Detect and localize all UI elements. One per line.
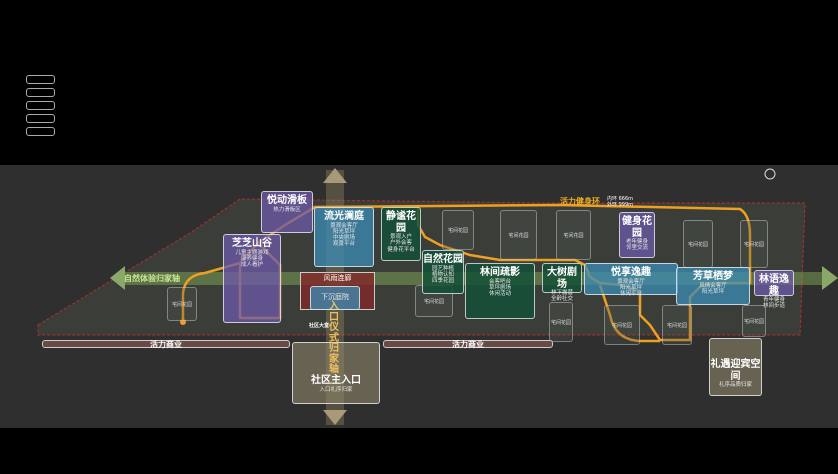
vertical-axis-label: 入口仪式归家轴 xyxy=(329,301,339,375)
menu-button-5[interactable] xyxy=(26,127,55,136)
zone-title: 林语逸趣 xyxy=(759,274,789,297)
zone-title: 社区主入口 xyxy=(311,375,361,386)
sunken-courtyard: 下沉庭院 xyxy=(310,286,360,310)
zone-feature: 中央剧场 xyxy=(332,235,355,242)
zone-card: 林语逸趣青年健身林间步道 xyxy=(754,270,794,309)
zone-feature: 景观会客厅 xyxy=(617,278,645,285)
zone-feature: 健身花平台 xyxy=(387,246,415,253)
zone-feature: 儿童主题游戏 xyxy=(235,249,269,256)
zone-card: 悦享逸趣景观会客厅阳光草坪休闲平台 xyxy=(584,263,678,298)
zone-feature: 四季花园 xyxy=(431,278,454,285)
loop-start-dot xyxy=(180,319,186,325)
zone-feature: 全龄社交 xyxy=(550,296,573,303)
commerce-bar-east: 活力商业 xyxy=(383,340,553,349)
site-plan: 宅间花园 宅间花园 宅间花园 宅间花园 宅间花园 宅间花园 宅间花园 宅间花园 … xyxy=(0,165,838,428)
zone-feature: 入口礼序归家 xyxy=(319,386,353,393)
corridor-label: 风雨连廊 xyxy=(323,274,352,282)
garden-label: 宅间花园 xyxy=(442,210,474,250)
zone-feature: 观景平台 xyxy=(332,241,355,248)
zone-card: 流光澜庭景观会客厅阳光草坪中央剧场观景平台 xyxy=(314,207,374,267)
loop-title: 活力健身环 xyxy=(560,197,600,206)
zone-feature: 阳光草坪 xyxy=(619,284,642,291)
zone-title: 大树剧场 xyxy=(547,267,577,290)
zone-feature: 青年健身 xyxy=(762,297,785,303)
zone-feature: 休闲平台 xyxy=(619,291,642,298)
zone-card: 林间疏影会客吧台草坪剧场休闲活动 xyxy=(465,263,535,319)
zone-title: 芳草栖梦 xyxy=(693,271,733,282)
garden-label: 宅间花园 xyxy=(662,305,692,345)
zone-feature: 林间步道 xyxy=(762,303,785,310)
vertical-axis-arrow-down xyxy=(323,410,347,425)
zone-feature: 康养健身 xyxy=(240,255,263,262)
compass-icon xyxy=(764,168,776,180)
zone-card: 社区主入口入口礼序归家 xyxy=(292,342,380,404)
fitness-loop-south xyxy=(598,284,660,343)
vertical-axis-arrow-up xyxy=(323,168,347,183)
zone-feature: 景观入户 xyxy=(389,234,412,240)
menu-button-2[interactable] xyxy=(26,88,55,97)
zone-feature: 老年健身 xyxy=(625,239,648,245)
zone-card: 静谧花园景观入户户外会客健身花平台 xyxy=(381,207,421,261)
zone-card: 礼遇迎宾空间礼序品质归家 xyxy=(709,338,762,396)
horizontal-axis-arrow-left xyxy=(110,266,125,290)
zone-feature: 园艺种植 xyxy=(431,265,454,272)
horizontal-axis-arrow-right xyxy=(822,266,838,290)
garden-label: 宅间花园 xyxy=(742,305,766,337)
zone-card: 芳草栖梦风情会客厅阳光草坪 xyxy=(676,267,750,305)
zone-feature: 成人看护 xyxy=(240,262,263,269)
menu-button-1[interactable] xyxy=(26,75,55,84)
zone-card: 健身花园老年健身邻里交流 xyxy=(619,212,655,258)
garden-label: 宅间花园 xyxy=(500,210,537,260)
zone-title: 林间疏影 xyxy=(480,267,520,278)
zone-card: 自然花园园艺种植植物认知四季花园 xyxy=(422,250,464,294)
zone-feature: 热力滑板区 xyxy=(273,206,301,213)
lobby-label: 社区大堂 xyxy=(309,323,330,329)
fitness-loop xyxy=(181,203,752,342)
zone-feature: 阳光草坪 xyxy=(701,288,724,295)
zone-card: 大树剧场林下露营全龄社交 xyxy=(542,263,582,302)
garden-label: 宅间花园 xyxy=(556,210,591,260)
zone-feature: 草坪剧场 xyxy=(488,284,511,291)
zone-card: 芝芝山谷儿童主题游戏康养健身成人看护 xyxy=(223,234,281,323)
zone-feature: 休闲活动 xyxy=(488,291,511,298)
zone-feature: 植物认知 xyxy=(431,271,454,278)
menu-button-3[interactable] xyxy=(26,101,55,110)
garden-label: 宅间花园 xyxy=(740,220,768,268)
garden-label: 宅间花园 xyxy=(683,220,713,268)
loop-inner: 内环 666m xyxy=(607,196,634,202)
zone-title: 礼遇迎宾空间 xyxy=(710,359,761,382)
garden-label: 宅间花园 xyxy=(549,302,573,342)
zone-feature: 风情会客厅 xyxy=(699,282,727,289)
zone-card: 悦动滑板热力滑板区 xyxy=(261,191,313,233)
zone-feature: 会客吧台 xyxy=(488,278,511,285)
zone-title: 自然花园 xyxy=(423,254,463,265)
loop-outer: 外环 999m xyxy=(607,202,634,208)
zone-title: 流光澜庭 xyxy=(324,211,364,222)
zone-feature: 林下露营 xyxy=(550,290,573,296)
zone-title: 静谧花园 xyxy=(386,211,416,234)
zone-title: 悦享逸趣 xyxy=(611,267,651,278)
zone-title: 健身花园 xyxy=(622,216,652,239)
zone-feature: 景观会客厅 xyxy=(330,222,358,229)
menu-button-4[interactable] xyxy=(26,114,55,123)
zone-feature: 阳光草坪 xyxy=(332,228,355,235)
zone-feature: 礼序品质归家 xyxy=(718,382,752,388)
commerce-bar-west: 活力商业 xyxy=(42,340,290,349)
zone-feature: 户外会客 xyxy=(389,240,412,247)
zone-title: 悦动滑板 xyxy=(267,195,307,206)
zone-feature: 邻里交流 xyxy=(625,245,648,252)
garden-label: 宅间花园 xyxy=(604,305,640,345)
horizontal-axis-label: 自然体验归家轴 xyxy=(124,274,180,283)
garden-label: 宅间花园 xyxy=(167,287,197,321)
zone-title: 芝芝山谷 xyxy=(232,238,272,249)
